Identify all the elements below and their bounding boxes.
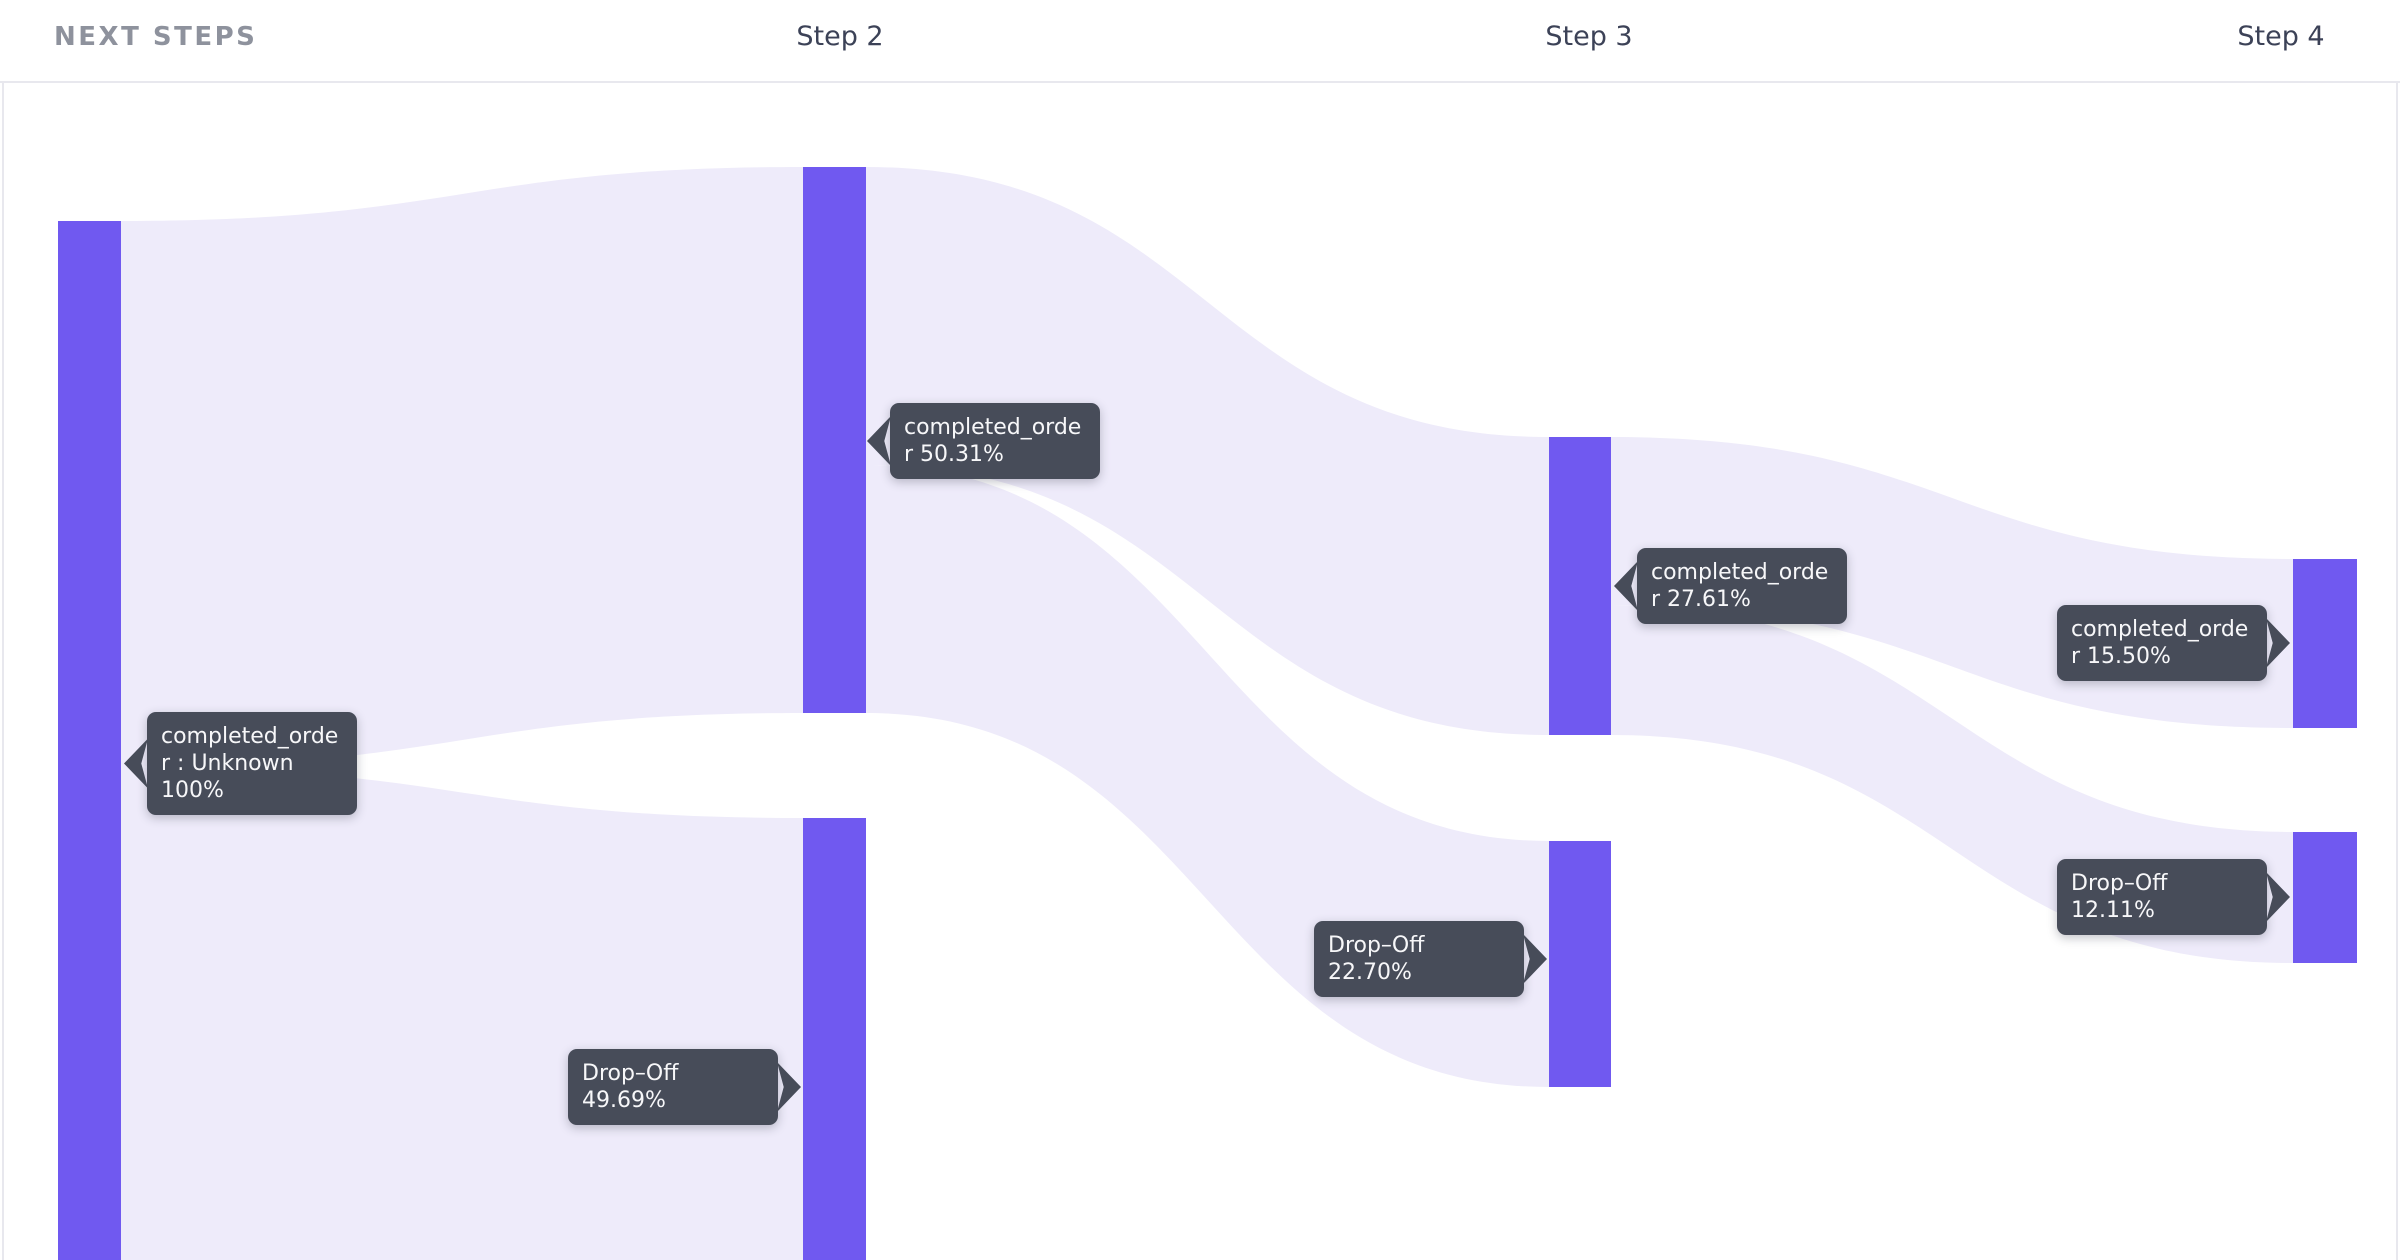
tooltip-step3-completed-order: completed_orde r 27.61% [1614, 548, 1847, 624]
tooltip-line: completed_orde [161, 724, 339, 749]
flow-s1-completed_s2-completed[interactable] [121, 167, 803, 767]
panel-right-border [2396, 82, 2398, 1260]
tooltip-line: 12.11% [2071, 898, 2155, 923]
node-s1-completed[interactable] [58, 221, 121, 1260]
tooltip-line: completed_orde [1651, 560, 1829, 585]
tooltip-line: r : Unknown [161, 751, 294, 776]
node-s4-dropoff[interactable] [2293, 832, 2357, 963]
node-s3-dropoff[interactable] [1549, 841, 1611, 1087]
tooltip-step4-drop-off: Drop–Off 12.11% [2057, 859, 2290, 935]
column-header-step-4: Step 4 [2237, 21, 2325, 52]
tooltip-step2-completed-order: completed_orde r 50.31% [867, 403, 1100, 479]
node-s3-completed[interactable] [1549, 437, 1611, 735]
tooltip-line: completed_orde [904, 415, 1082, 440]
tooltip-step2-drop-off: Drop–Off 49.69% [568, 1049, 801, 1125]
tooltip-line: Drop–Off [1328, 933, 1425, 958]
tooltip-line: Drop–Off [2071, 871, 2168, 896]
tooltip-step1-completed-order: completed_orde r : Unknown 100% [124, 712, 357, 815]
flow-s2-completed_s3-completed[interactable] [866, 167, 1549, 735]
panel-left-border [2, 82, 4, 1260]
tooltip-line: r 15.50% [2071, 644, 2171, 669]
next-steps-title: NEXT STEPS [54, 22, 258, 52]
node-s2-dropoff[interactable] [803, 818, 866, 1260]
tooltip-line: Drop–Off [582, 1061, 679, 1086]
chart-header: NEXT STEPS Step 2 Step 3 Step 4 [0, 0, 2400, 83]
column-header-step-2: Step 2 [796, 21, 884, 52]
tooltip-step4-completed-order: completed_orde r 15.50% [2057, 605, 2290, 681]
tooltip-line: 100% [161, 778, 224, 803]
tooltip-line: r 27.61% [1651, 587, 1751, 612]
tooltip-line: r 50.31% [904, 442, 1004, 467]
node-s4-completed[interactable] [2293, 559, 2357, 728]
tooltip-line: completed_orde [2071, 617, 2249, 642]
tooltip-line: 49.69% [582, 1088, 666, 1113]
tooltip-line: 22.70% [1328, 960, 1412, 985]
node-s2-completed[interactable] [803, 167, 866, 713]
tooltip-step3-drop-off: Drop–Off 22.70% [1314, 921, 1547, 997]
flow-s1-completed_s2-dropoff[interactable] [121, 767, 803, 1260]
column-header-step-3: Step 3 [1545, 21, 1633, 52]
